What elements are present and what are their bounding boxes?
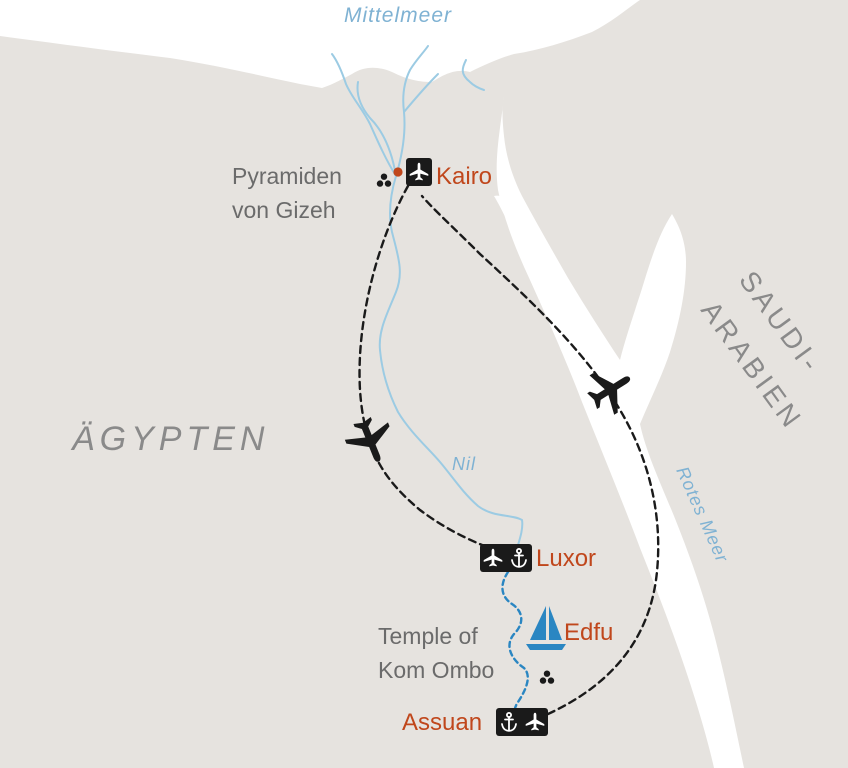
giza-pyramids-label-line2: von Gizeh — [232, 197, 336, 223]
egypt-label: ÄGYPTEN — [70, 420, 269, 458]
nile-delta-west — [331, 53, 397, 177]
cairo-city-dot — [393, 167, 403, 177]
edfu-label: Edfu — [564, 619, 613, 646]
kom-ombo-label-line2: Kom Ombo — [378, 657, 494, 683]
luxor-transport-box — [480, 544, 532, 572]
nile-delta-east — [395, 45, 429, 177]
aswan-transport-box — [496, 708, 548, 736]
nile-label: Nil — [452, 454, 476, 474]
mediterranean-label: Mittelmeer — [344, 4, 452, 27]
suez-canal — [461, 59, 485, 91]
gulf-of-suez — [494, 195, 612, 420]
luxor-label: Luxor — [536, 545, 596, 572]
nile-river — [378, 175, 524, 561]
cairo-label: Kairo — [436, 163, 492, 190]
giza-pyramids-label-line1: Pyramiden — [232, 163, 342, 189]
nile-delta-mid — [356, 81, 397, 177]
kom-ombo-label-line1: Temple of — [378, 623, 478, 649]
nile-delta-east-2 — [403, 73, 439, 113]
land-sinai-arabia — [470, 0, 848, 768]
cruise-route-luxor-aswan — [501, 570, 529, 718]
cairo-transport-box — [406, 158, 432, 186]
flight-route-aswan-cairo — [420, 194, 660, 716]
aswan-label: Assuan — [402, 709, 482, 736]
land-africa — [0, 36, 714, 768]
sailboat-icon — [526, 606, 566, 650]
